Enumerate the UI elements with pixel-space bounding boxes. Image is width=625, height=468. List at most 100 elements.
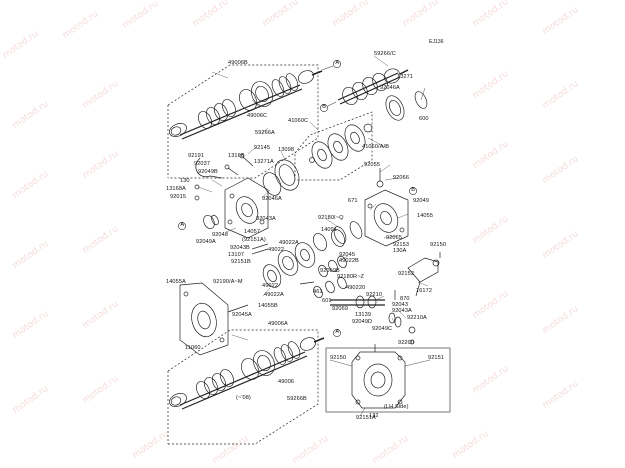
label-49006a: 49006A bbox=[268, 321, 288, 327]
callout-a-top bbox=[333, 60, 341, 68]
label-92048: 92048 bbox=[212, 232, 229, 238]
label-92045a: 92045A bbox=[232, 312, 252, 318]
label-92152: 92152 bbox=[398, 271, 415, 277]
bolts-upper bbox=[224, 153, 254, 176]
label-14057: 14057 bbox=[244, 229, 261, 235]
label-13107: 13107 bbox=[228, 252, 245, 258]
callout-a-bottom-letter: A bbox=[335, 329, 340, 336]
label-92069b: 92069B bbox=[320, 268, 340, 274]
label-92190am: 92190/A~M bbox=[213, 279, 243, 285]
front-housing bbox=[179, 282, 249, 356]
label-13168a: 13168A bbox=[166, 186, 186, 192]
gear-case-right bbox=[364, 168, 409, 247]
label-92049: 92049 bbox=[413, 198, 430, 204]
label-92200: 92200 bbox=[398, 340, 415, 346]
callout-a-bottom bbox=[333, 329, 341, 337]
label-49006b: 49006B bbox=[228, 60, 248, 66]
label-92069: 92069 bbox=[332, 306, 349, 312]
label-92145: 92145 bbox=[254, 145, 271, 151]
label-870: 870 bbox=[400, 296, 410, 302]
label-13139: 13139 bbox=[355, 312, 372, 318]
top-right-shaft bbox=[327, 68, 409, 107]
leader-lines bbox=[197, 55, 429, 341]
seal-14091 bbox=[333, 221, 363, 244]
label-lh-side: (LH Side) bbox=[384, 404, 409, 410]
label-13168: 13168 bbox=[228, 153, 245, 159]
label-92210a: 92210A bbox=[407, 315, 427, 321]
label-13271a: 13271A bbox=[254, 159, 274, 165]
label-49022-bottom: 49022 bbox=[262, 283, 279, 289]
label-41060ab: 41060/A/B bbox=[362, 144, 390, 150]
shift-actuator bbox=[407, 252, 441, 297]
label-92065: 92065 bbox=[386, 235, 403, 241]
label-92180q: 92180I~Q bbox=[318, 215, 344, 221]
label-92210: 92210 bbox=[366, 292, 383, 298]
label-490220: 490220 bbox=[346, 285, 366, 291]
right-seals bbox=[385, 87, 428, 121]
label-92043b: 92043B bbox=[230, 245, 250, 251]
label-92191: 92191 bbox=[188, 153, 205, 159]
label-92015: 92015 bbox=[170, 194, 187, 200]
label-92151a-paren: (92151A) bbox=[242, 237, 266, 243]
label-14055: 14055 bbox=[417, 213, 434, 219]
label-49022a-bottom: 49022A bbox=[264, 292, 284, 298]
callout-a-mid-letter: A bbox=[180, 222, 185, 229]
label-92037: 92037 bbox=[194, 161, 211, 167]
label-14055b: 14055B bbox=[258, 303, 278, 309]
springs-mid bbox=[299, 255, 347, 299]
label-59266a: 59266A bbox=[255, 130, 275, 136]
small-parts-lower-right bbox=[388, 312, 416, 345]
label-92046a-mid: 92046A bbox=[262, 196, 282, 202]
label-130: 130 bbox=[180, 178, 190, 184]
lh-side-box bbox=[325, 344, 451, 417]
label-49022: 49022 bbox=[268, 247, 285, 253]
ring-gear bbox=[262, 159, 300, 196]
label-461: 461 bbox=[313, 289, 323, 295]
label-92151: 92151 bbox=[428, 355, 445, 361]
gear-case-left bbox=[224, 177, 269, 239]
label-92150-right: 92150 bbox=[430, 242, 447, 248]
label-92049c: 92049C bbox=[372, 326, 393, 332]
label-14055a: 14055A bbox=[166, 279, 186, 285]
label-14091: 14091 bbox=[321, 227, 338, 233]
label-92151b: 92151B bbox=[231, 259, 251, 265]
label-49006c: 49006C bbox=[247, 113, 268, 119]
front-drive-shaft-kit-top bbox=[167, 64, 334, 179]
callout-b-mid bbox=[409, 187, 417, 195]
front-drive-shaft-kit-bottom bbox=[167, 329, 325, 445]
callout-a-top-letter: A bbox=[335, 60, 340, 67]
label-92043a: 92043A bbox=[256, 216, 276, 222]
label-132: 132 bbox=[369, 413, 379, 419]
label-92046a-top: 92046A bbox=[380, 85, 400, 91]
diagram-code: EJ136 bbox=[429, 39, 444, 45]
callout-a-mid bbox=[178, 222, 186, 230]
label-92049a: 92049A bbox=[196, 239, 216, 245]
label-16172: 16172 bbox=[416, 288, 433, 294]
label-49006: 49006 bbox=[278, 379, 295, 385]
breather-hose bbox=[195, 157, 223, 179]
label-92153: 92153 bbox=[393, 242, 410, 248]
label-92150-bottom: 92150 bbox=[330, 355, 347, 361]
label-59266b: 59266B bbox=[287, 396, 307, 402]
label-13098: 13098 bbox=[278, 147, 295, 153]
label-92045: 92045 bbox=[339, 252, 356, 258]
label-600: 600 bbox=[419, 116, 429, 122]
label-92180rz: 92180R~Z bbox=[337, 274, 365, 280]
left-small-parts bbox=[194, 184, 219, 230]
label-671: 671 bbox=[348, 198, 358, 204]
callout-b-top-letter: B bbox=[322, 104, 327, 111]
label-92151a: 92151A bbox=[356, 415, 376, 421]
callout-b-mid-letter: B bbox=[411, 187, 416, 194]
label-130a: 130A bbox=[393, 248, 407, 254]
label-92066: 92066 bbox=[393, 175, 410, 181]
pinion-shaft bbox=[330, 290, 396, 309]
label-49022b: 49022B bbox=[339, 258, 359, 264]
label-41060c: 41060C bbox=[288, 118, 309, 124]
label-92055: 92055 bbox=[364, 162, 381, 168]
label-13271: 13271 bbox=[397, 74, 414, 80]
label-08: (~'08) bbox=[236, 395, 251, 401]
callout-b-top bbox=[320, 104, 328, 112]
label-92043a-bottom: 92043A bbox=[392, 308, 412, 314]
center-gears bbox=[251, 229, 345, 288]
